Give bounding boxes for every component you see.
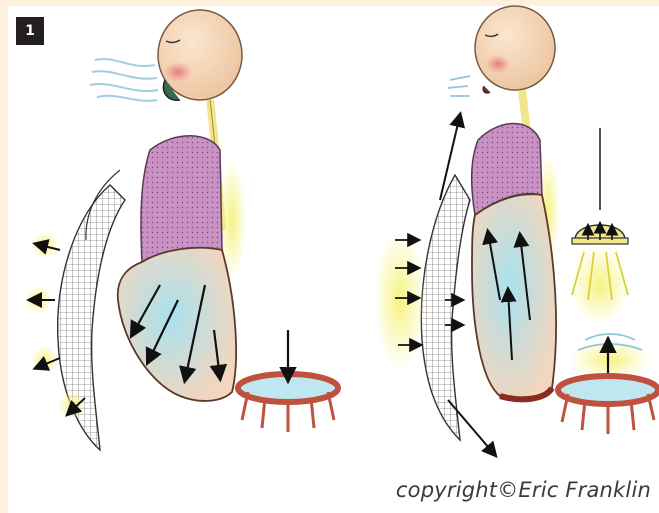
exhale-lung: [141, 136, 222, 262]
copyright-credit: copyright©Eric Franklin: [396, 478, 651, 502]
inhale-trampoline: [558, 334, 658, 434]
inhale-lamp: [570, 128, 630, 325]
exhale-figure: [24, 10, 338, 450]
exhale-breath-lines: [90, 59, 158, 101]
exhale-trampoline: [238, 330, 338, 432]
exhale-head: [158, 10, 242, 100]
inhale-figure: [374, 6, 658, 455]
exhale-abdomen: [118, 248, 236, 401]
